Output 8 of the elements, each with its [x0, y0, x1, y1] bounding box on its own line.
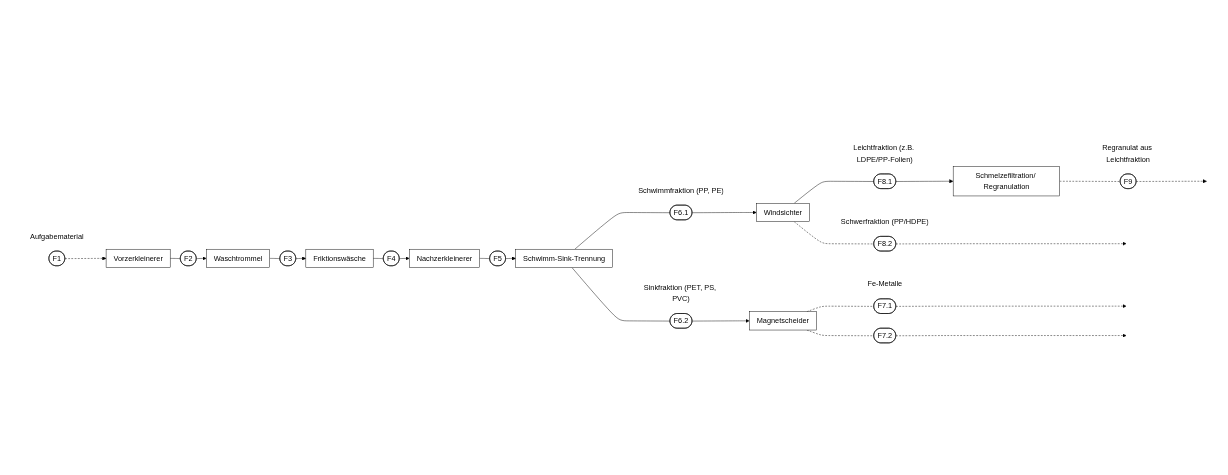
connector — [479, 258, 491, 260]
connector — [269, 258, 281, 260]
connector — [372, 258, 384, 260]
connector — [574, 212, 671, 250]
connector — [793, 181, 875, 204]
connector — [793, 221, 875, 245]
connector — [571, 267, 671, 322]
connector — [169, 258, 181, 260]
